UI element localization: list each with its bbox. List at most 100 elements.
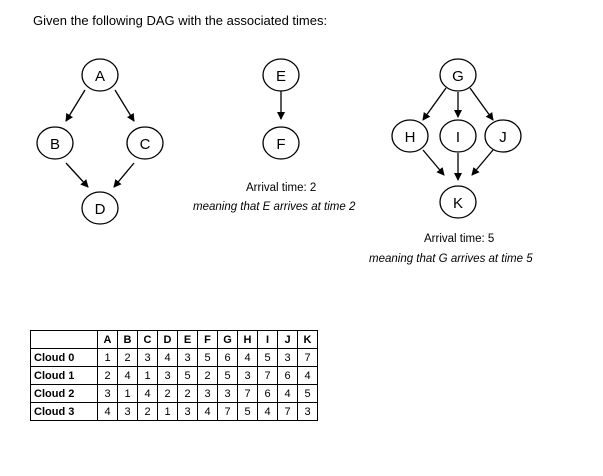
table-cell: 5: [237, 402, 258, 421]
table-cell: 2: [157, 384, 178, 403]
node-c-label: C: [140, 136, 151, 153]
table-cell: 4: [257, 402, 278, 421]
node-a-label: A: [95, 68, 105, 85]
node-b-label: B: [50, 136, 60, 153]
table-cell: 1: [97, 348, 118, 367]
row-label: Cloud 1: [30, 366, 98, 385]
dag-graphs: A B C D E F: [36, 58, 522, 225]
table-cell: 2: [197, 366, 218, 385]
table-cell: 3: [197, 384, 218, 403]
col-header: K: [297, 330, 318, 349]
table-cell: 2: [117, 348, 138, 367]
table-row: Cloud 1 2 4 1 3 5 2 5 3 7 6 4: [30, 366, 318, 385]
col-header: C: [137, 330, 158, 349]
table-cell: 3: [277, 348, 298, 367]
table-cell: 2: [97, 366, 118, 385]
table-cell: 5: [197, 348, 218, 367]
col-header: D: [157, 330, 178, 349]
node-k: K: [439, 185, 477, 219]
node-f-label: F: [276, 136, 285, 153]
table-cell: 4: [237, 348, 258, 367]
table-cell: 6: [257, 384, 278, 403]
node-c: C: [126, 126, 164, 160]
table-cell: 3: [217, 384, 238, 403]
edge-h-k: [422, 149, 445, 176]
table-corner: [30, 330, 98, 349]
node-e: E: [262, 58, 300, 92]
table-cell: 7: [217, 402, 238, 421]
node-j: J: [484, 119, 522, 153]
graph3-caption-line1: Arrival time: 5: [424, 233, 495, 245]
table-row: Cloud 0 1 2 3 4 3 5 6 4 5 3 7: [30, 348, 318, 367]
node-g: G: [439, 58, 477, 92]
table-cell: 4: [137, 384, 158, 403]
graph2-caption-line2: meaning that E arrives at time 2: [193, 201, 355, 213]
table-cell: 3: [117, 402, 138, 421]
table-cell: 7: [277, 402, 298, 421]
edge-b-d: [65, 162, 89, 188]
edge-j-k: [471, 149, 494, 176]
graph3-caption-line2: meaning that G arrives at time 5: [369, 253, 533, 265]
table-cell: 3: [177, 402, 198, 421]
times-table: A B C D E F G H I J K Cloud 0 1 2 3 4 3 …: [30, 330, 318, 421]
table-cell: 3: [297, 402, 318, 421]
graph2-caption-line2-text: meaning that E arrives at time 2: [193, 201, 356, 213]
row-label: Cloud 3: [30, 402, 98, 421]
node-d-label: D: [95, 201, 106, 218]
table-cell: 6: [277, 366, 298, 385]
col-header: J: [277, 330, 298, 349]
node-h: H: [391, 119, 429, 153]
intro-text: Given the following DAG with the associa…: [33, 13, 328, 28]
node-k-label: K: [453, 195, 463, 212]
table-row: Cloud 2 3 1 4 2 2 3 3 7 6 4 5: [30, 384, 318, 403]
table-cell: 3: [157, 366, 178, 385]
table-cell: 3: [237, 366, 258, 385]
node-i-label: I: [456, 129, 460, 146]
node-e-label: E: [276, 68, 286, 85]
table-cell: 3: [177, 348, 198, 367]
table-header-row: A B C D E F G H I J K: [30, 330, 318, 349]
edge-g-h: [422, 87, 447, 121]
node-a: A: [81, 58, 119, 92]
table-cell: 2: [177, 384, 198, 403]
table-cell: 2: [137, 402, 158, 421]
node-i: I: [439, 119, 477, 153]
node-b: B: [36, 126, 74, 160]
edge-g-j: [469, 87, 494, 121]
table-cell: 4: [277, 384, 298, 403]
edge-a-c: [114, 89, 135, 122]
table-cell: 7: [257, 366, 278, 385]
col-header: B: [117, 330, 138, 349]
edge-c-d: [113, 162, 135, 188]
table-cell: 1: [137, 366, 158, 385]
graph2-caption-line1: Arrival time: 2: [246, 182, 317, 194]
node-f: F: [262, 126, 300, 160]
graph3-caption-line2-text: meaning that G arrives at time 5: [369, 253, 533, 265]
col-header: I: [257, 330, 278, 349]
col-header: G: [217, 330, 238, 349]
node-d: D: [81, 191, 119, 225]
table-cell: 5: [297, 384, 318, 403]
table-row: Cloud 3 4 3 2 1 3 4 7 5 4 7 3: [30, 402, 318, 421]
table-cell: 1: [117, 384, 138, 403]
row-label: Cloud 0: [30, 348, 98, 367]
table-cell: 7: [297, 348, 318, 367]
col-header: A: [97, 330, 118, 349]
node-j-label: J: [499, 129, 507, 146]
table-cell: 4: [197, 402, 218, 421]
table-cell: 1: [157, 402, 178, 421]
col-header: H: [237, 330, 258, 349]
node-g-label: G: [452, 68, 464, 85]
col-header: F: [197, 330, 218, 349]
table-cell: 7: [237, 384, 258, 403]
node-h-label: H: [405, 129, 416, 146]
col-header: E: [177, 330, 198, 349]
table-cell: 6: [217, 348, 238, 367]
edge-a-b: [65, 89, 86, 122]
table-cell: 4: [97, 402, 118, 421]
table-cell: 3: [137, 348, 158, 367]
table-cell: 5: [177, 366, 198, 385]
table-cell: 5: [217, 366, 238, 385]
row-label: Cloud 2: [30, 384, 98, 403]
